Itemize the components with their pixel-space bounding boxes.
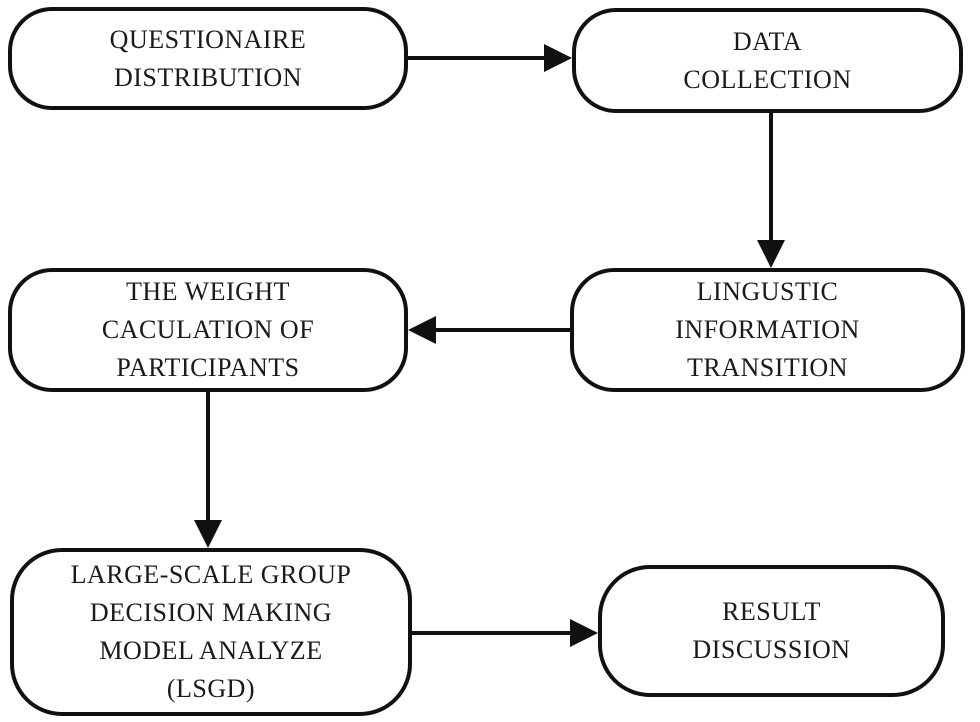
node-data-collection: DATA COLLECTION xyxy=(572,8,963,113)
node-label: LARGE-SCALE GROUP DECISION MAKING MODEL … xyxy=(70,560,352,703)
node-label: QUESTIONAIRE DISTRIBUTION xyxy=(109,24,307,92)
node-questionnaire-distribution: QUESTIONAIRE DISTRIBUTION xyxy=(8,7,408,110)
arrow-questionnaire-to-datacollection xyxy=(408,44,572,72)
node-result-discussion: RESULT DISCUSSION xyxy=(598,565,945,697)
node-weight-calculation-of-participants: THE WEIGHT CACULATION OF PARTICIPANTS xyxy=(8,268,408,392)
node-lsgd-model-analyze: LARGE-SCALE GROUP DECISION MAKING MODEL … xyxy=(10,548,412,716)
node-label: THE WEIGHT CACULATION OF PARTICIPANTS xyxy=(101,277,315,382)
node-linguistic-information-transition: LINGUSTIC INFORMATION TRANSITION xyxy=(570,268,965,392)
arrow-weight-to-lsgd xyxy=(194,392,222,548)
arrow-linguistic-to-weight xyxy=(408,316,570,344)
node-label: RESULT DISCUSSION xyxy=(692,597,851,664)
arrow-lsgd-to-result xyxy=(412,619,598,647)
arrow-datacollection-to-linguistic xyxy=(757,113,785,268)
node-label: DATA COLLECTION xyxy=(683,26,852,94)
node-label: LINGUSTIC INFORMATION TRANSITION xyxy=(675,277,860,382)
